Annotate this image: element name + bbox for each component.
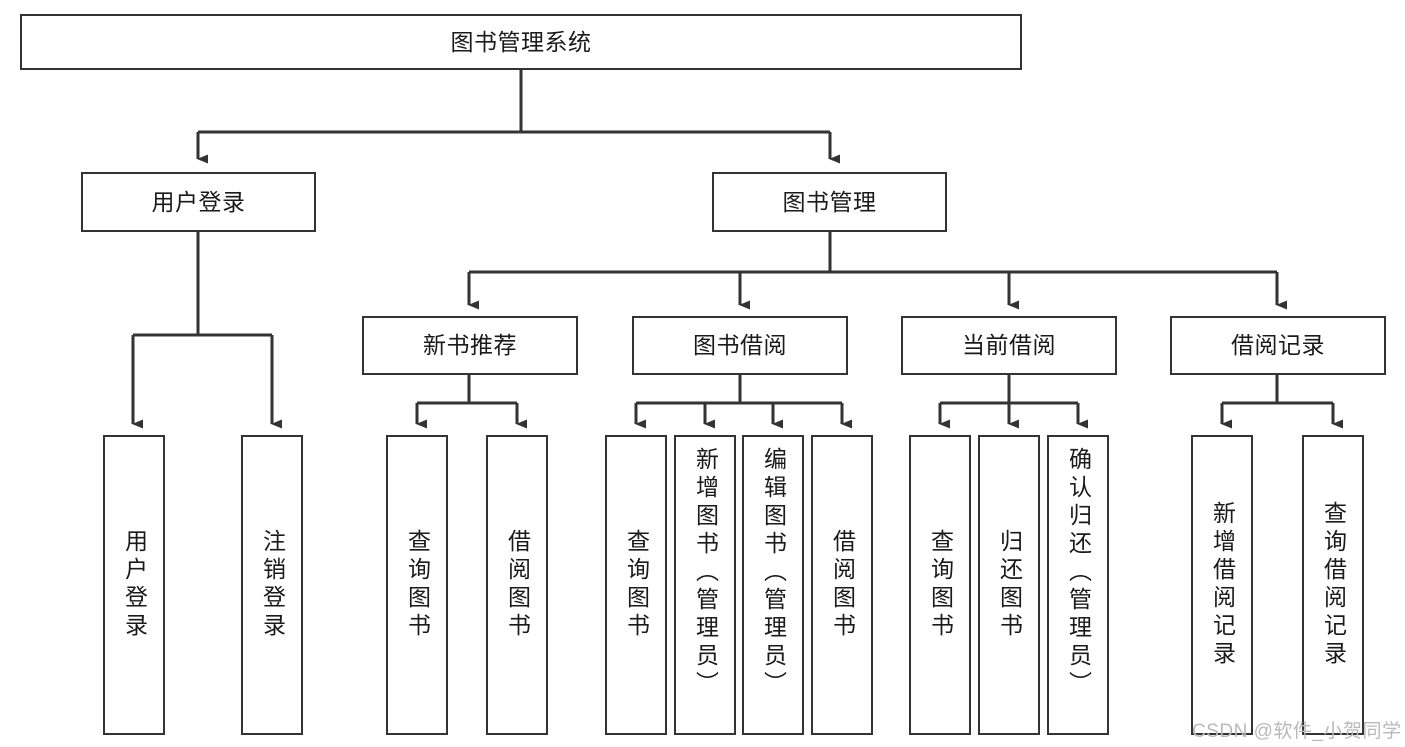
node-user-login[interactable]: 用户登录 — [81, 172, 316, 232]
node-label-leaf-query-book-3: 查询图书 — [927, 529, 954, 641]
node-label-user-login: 用户登录 — [151, 188, 246, 215]
node-leaf-borrow-book-2[interactable]: 借阅图书 — [811, 435, 873, 735]
node-leaf-return-book[interactable]: 归还图书 — [978, 435, 1040, 735]
node-book-borrow[interactable]: 图书借阅 — [632, 316, 848, 375]
node-leaf-edit-book[interactable]: 编辑图书（管理员） — [742, 435, 804, 735]
node-label-book-management: 图书管理 — [782, 188, 877, 215]
node-leaf-add-record[interactable]: 新增借阅记录 — [1191, 435, 1253, 735]
node-label-new-book-recommend: 新书推荐 — [423, 332, 517, 359]
node-label-leaf-query-book-1: 查询图书 — [404, 529, 431, 641]
node-label-leaf-add-record: 新增借阅记录 — [1209, 501, 1236, 669]
node-book-management[interactable]: 图书管理 — [712, 172, 947, 232]
node-label-leaf-user-login: 用户登录 — [121, 529, 148, 641]
node-label-leaf-add-book: 新增图书（管理员） — [692, 447, 719, 699]
node-leaf-query-book-2[interactable]: 查询图书 — [605, 435, 667, 735]
csdn-watermark: CSDN @软件_小贺同学 — [1192, 721, 1402, 742]
node-label-leaf-confirm-return: 确认归还（管理员） — [1065, 447, 1092, 699]
node-current-borrow[interactable]: 当前借阅 — [901, 316, 1117, 375]
node-label-leaf-logout-login: 注销登录 — [259, 529, 286, 641]
node-root-book-management-system[interactable]: 图书管理系统 — [20, 14, 1022, 70]
node-label-leaf-query-record: 查询借阅记录 — [1320, 501, 1347, 669]
node-leaf-logout-login[interactable]: 注销登录 — [241, 435, 303, 735]
node-label-leaf-query-book-2: 查询图书 — [623, 529, 650, 641]
node-leaf-add-book[interactable]: 新增图书（管理员） — [674, 435, 736, 735]
node-borrow-record[interactable]: 借阅记录 — [1170, 316, 1386, 375]
node-leaf-borrow-book-1[interactable]: 借阅图书 — [486, 435, 548, 735]
node-label-leaf-edit-book: 编辑图书（管理员） — [760, 447, 787, 699]
node-leaf-user-login[interactable]: 用户登录 — [103, 435, 165, 735]
node-label-book-borrow: 图书借阅 — [693, 332, 787, 359]
node-label-leaf-borrow-book-1: 借阅图书 — [504, 529, 531, 641]
node-leaf-query-book-1[interactable]: 查询图书 — [386, 435, 448, 735]
node-label-root: 图书管理系统 — [450, 28, 592, 55]
node-new-book-recommend[interactable]: 新书推荐 — [362, 316, 578, 375]
node-leaf-confirm-return[interactable]: 确认归还（管理员） — [1047, 435, 1109, 735]
node-label-leaf-borrow-book-2: 借阅图书 — [829, 529, 856, 641]
node-label-current-borrow: 当前借阅 — [962, 332, 1056, 359]
node-leaf-query-record[interactable]: 查询借阅记录 — [1302, 435, 1364, 735]
node-label-borrow-record: 借阅记录 — [1231, 332, 1325, 359]
node-label-leaf-return-book: 归还图书 — [996, 529, 1023, 641]
node-leaf-query-book-3[interactable]: 查询图书 — [909, 435, 971, 735]
